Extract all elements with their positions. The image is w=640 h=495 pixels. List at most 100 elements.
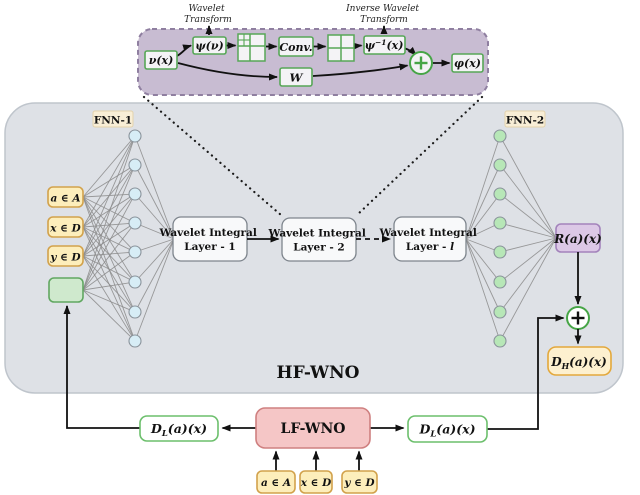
network-edge <box>82 135 136 291</box>
network-node <box>128 275 142 289</box>
input-y-box <box>47 245 84 267</box>
fnn1-label-box <box>92 110 134 128</box>
network-edge <box>134 238 175 342</box>
bottom-input-a-box <box>256 470 296 494</box>
low-fidelity-input-box <box>48 277 84 303</box>
network-node <box>128 216 142 230</box>
network-node <box>493 245 507 259</box>
network-edge <box>465 193 501 240</box>
input-a-label: a ∈ A <box>50 193 80 205</box>
input-group-left: a ∈ A x ∈ D y ∈ D <box>47 186 84 303</box>
network-edge <box>82 255 136 283</box>
input-x-box <box>47 216 84 238</box>
psi-inverse-label: ψ−1(x) <box>365 38 404 52</box>
network-node <box>493 216 507 230</box>
dh-output-label: DH(a)(x) <box>550 355 607 371</box>
dl-right-box <box>407 415 488 443</box>
fnn2-nodes <box>493 129 507 348</box>
network-edge <box>82 193 136 291</box>
network-edge <box>465 135 501 240</box>
network-edge <box>82 289 136 342</box>
input-a-box <box>47 186 84 208</box>
dh-output-box <box>547 346 612 376</box>
network-edge <box>82 164 136 257</box>
dl-left-label: DL(a)(x) <box>150 421 207 439</box>
network-edge <box>499 237 557 342</box>
network-edge <box>82 222 136 257</box>
network-edge <box>465 238 501 283</box>
wavelet-integral-layer-l-box <box>393 216 467 262</box>
network-edge <box>134 164 175 240</box>
wavelet-layer-detail-block: Wavelet Transform Inverse Wavelet Transf… <box>137 4 489 96</box>
network-connections <box>82 135 557 342</box>
zoom-indicator-lines <box>142 95 484 217</box>
network-node <box>128 129 142 143</box>
network-edge <box>134 193 175 240</box>
network-edge <box>499 237 557 283</box>
wavelet-coefficients-grid-icon <box>327 34 355 62</box>
wavelet-integral-layer-1-label: Wavelet Integral Layer - 1 <box>158 227 260 253</box>
network-node <box>128 158 142 172</box>
fnn2-label-box <box>504 110 546 128</box>
network-edge <box>499 222 557 239</box>
wavelet-integral-layers: Wavelet Integral Layer - 1 Wavelet Integ… <box>158 216 480 262</box>
phi-x-label: φ(x) <box>454 57 481 70</box>
network-edge <box>82 251 136 257</box>
inverse-wavelet-transform-label: Inverse Wavelet Transform <box>345 4 422 25</box>
wavelet-decomposition-grid-icon <box>237 33 266 62</box>
lf-wno-label: LF-WNO <box>281 421 346 437</box>
sum-icon <box>566 306 590 330</box>
bottom-input-y-box <box>341 470 378 494</box>
bottom-input-a-label: a ∈ A <box>261 477 291 489</box>
network-edge <box>82 281 136 291</box>
network-edge <box>82 135 136 198</box>
network-edge <box>82 164 136 291</box>
network-edge <box>82 135 136 257</box>
hf-wno-title: HF-WNO <box>277 363 360 383</box>
bottom-input-x-box <box>299 470 333 494</box>
wavelet-integral-layer-2-box <box>281 217 357 262</box>
network-node <box>493 187 507 201</box>
nu-x-label: ν(x) <box>149 54 174 67</box>
fnn1-label: FNN-1 <box>94 115 132 127</box>
wavelet-integral-layer-l-label: Wavelet Integral Layer - l <box>378 227 480 253</box>
dl-right-to-sum-arrow <box>487 314 565 430</box>
fnn2-label: FNN-2 <box>506 115 544 127</box>
network-edge <box>134 238 175 283</box>
r-a-x-label: R(a)(x) <box>553 232 602 246</box>
input-x-label: x ∈ D <box>49 223 81 235</box>
dl-left-box <box>139 415 219 442</box>
bottom-row: DL(a)(x) LF-WNO DL(a)(x) a ∈ A x ∈ D y ∈… <box>63 305 488 494</box>
network-node <box>493 275 507 289</box>
w-box <box>279 67 313 87</box>
bottom-input-x-label: x ∈ D <box>300 477 332 489</box>
network-node <box>128 245 142 259</box>
lf-wno-box <box>255 407 371 449</box>
network-edge <box>134 238 175 313</box>
network-edge <box>134 238 175 253</box>
wavelet-integral-layer-1-box <box>172 216 248 262</box>
network-edge <box>465 164 501 240</box>
wavelet-sum-icon <box>409 51 433 75</box>
network-edge <box>82 222 136 291</box>
input-y-label: y ∈ D <box>49 252 81 264</box>
network-node <box>493 158 507 172</box>
conv-box <box>278 36 314 57</box>
dl-left-to-green-box-arrow <box>63 305 140 429</box>
network-edge <box>82 193 136 257</box>
network-edge <box>499 237 557 313</box>
network-edge <box>134 135 175 240</box>
network-edge <box>82 135 136 228</box>
network-edge <box>82 289 136 313</box>
network-edge <box>499 237 557 253</box>
network-edge <box>499 135 557 239</box>
bottom-input-y-label: y ∈ D <box>343 477 375 489</box>
nu-x-box <box>144 50 178 70</box>
network-edge <box>465 238 501 313</box>
conv-label: Conv. <box>279 41 312 54</box>
w-label: W <box>290 71 304 85</box>
network-edge <box>499 193 557 239</box>
network-node <box>128 187 142 201</box>
